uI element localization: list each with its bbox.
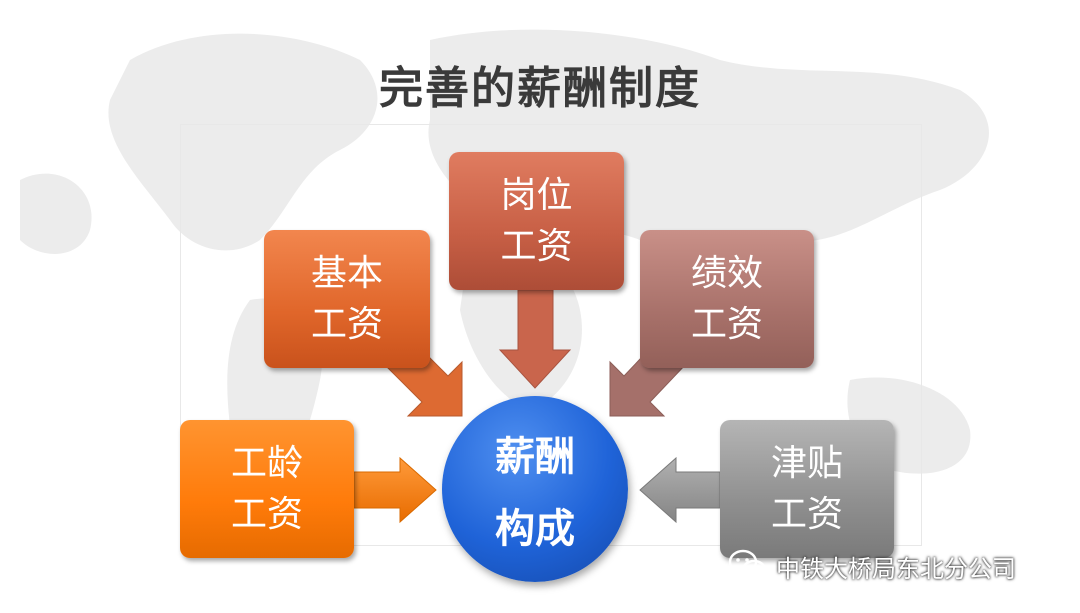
arrow-gongling	[353, 456, 437, 524]
box-performance-salary-line1: 绩效	[690, 252, 763, 294]
page-title: 完善的薪酬制度	[379, 63, 701, 114]
arrow-gangwei	[498, 289, 572, 389]
watermark: 中铁大桥局东北分公司	[728, 548, 1016, 584]
box-seniority-salary-line1: 工龄	[230, 442, 303, 484]
box-position-salary: 岗位 工资	[449, 152, 624, 290]
box-basic-salary-line1: 基本	[310, 252, 383, 294]
center-salary-composition: 薪酬 构成	[442, 396, 628, 582]
arrow-jintie	[639, 456, 721, 524]
wechat-icon	[728, 549, 767, 581]
center-line2: 构成	[495, 506, 575, 552]
box-allowance-salary-line2: 工资	[770, 493, 843, 535]
watermark-text: 中铁大桥局东北分公司	[776, 554, 1016, 583]
box-position-salary-line1: 岗位	[500, 174, 573, 216]
box-allowance-salary-line1: 津贴	[770, 442, 843, 484]
box-performance-salary-line2: 工资	[690, 303, 763, 345]
box-seniority-salary: 工龄 工资	[180, 420, 354, 558]
box-position-salary-line2: 工资	[500, 225, 573, 267]
box-performance-salary: 绩效 工资	[640, 230, 814, 368]
box-basic-salary-line2: 工资	[310, 303, 383, 345]
box-seniority-salary-line2: 工资	[230, 493, 303, 535]
box-basic-salary: 基本 工资	[264, 230, 430, 368]
box-allowance-salary: 津贴 工资	[720, 420, 894, 558]
center-line1: 薪酬	[495, 434, 575, 480]
